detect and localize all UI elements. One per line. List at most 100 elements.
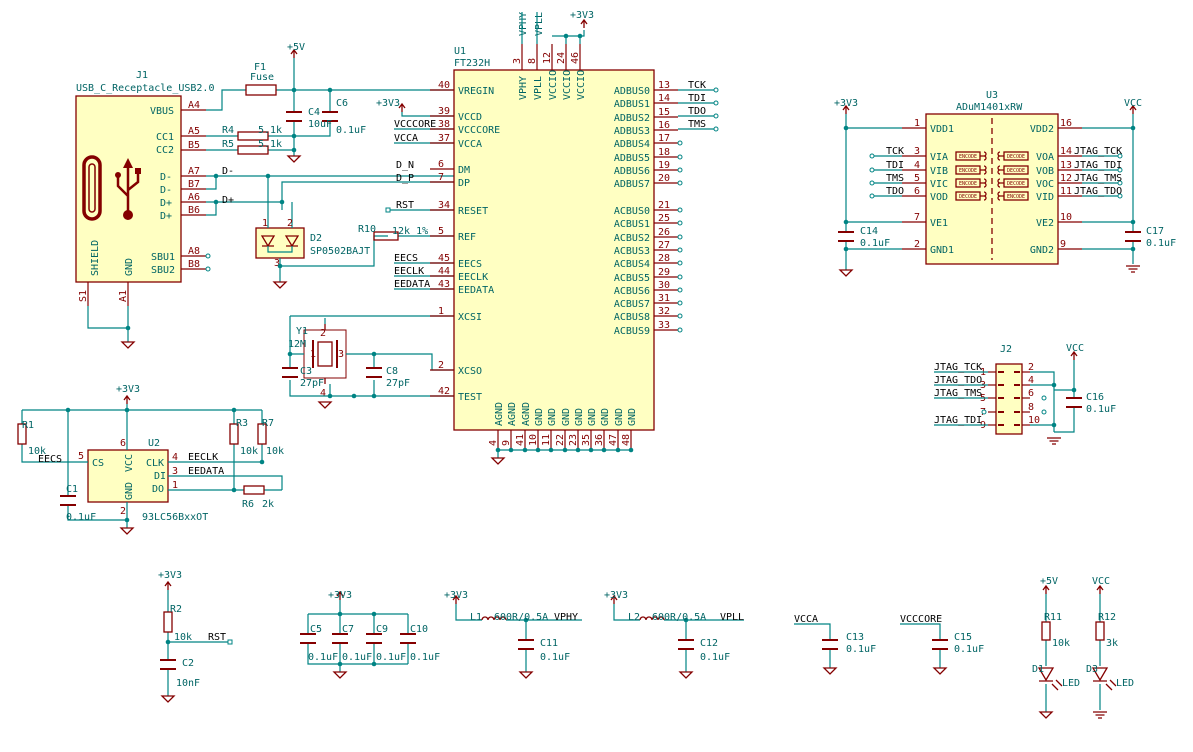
u3-channel-label-left: ENCODE <box>959 154 977 160</box>
u3-pin-3-name: VIA <box>930 152 948 163</box>
net-tck-label: TCK <box>688 80 706 91</box>
j1-pin-dp2: D+ <box>160 211 172 222</box>
u3-pin-2-number: 2 <box>914 239 920 250</box>
ground-symbol <box>933 667 947 675</box>
c13-net-vcca: VCCA <box>794 614 818 625</box>
u3-pin-7-name: VE1 <box>930 218 948 229</box>
y1-pin2: 2 <box>320 328 326 339</box>
u3-channel-label-right: ENCODE <box>1007 194 1025 200</box>
u3-pin-9-number: 9 <box>1060 239 1066 250</box>
u3-channel-label-right: DECODE <box>1007 181 1025 187</box>
u3-pin-1-number: 1 <box>914 118 920 129</box>
u1-pin-42-name: TEST <box>458 392 482 403</box>
d2-pin2: 2 <box>287 218 293 229</box>
power-3v3-symbol <box>123 395 131 405</box>
j2-net-jtag-tck: JTAG_TCK <box>934 362 982 373</box>
r1-value: 10k <box>28 446 46 457</box>
ground-symbol <box>1046 437 1062 445</box>
capacitor-c16 <box>1066 397 1082 408</box>
c4-value: 10uF <box>308 119 332 130</box>
c12-ref: C12 <box>700 638 718 649</box>
net-dm-label: D- <box>222 166 234 177</box>
power-vcc-symbol <box>1096 585 1104 595</box>
u3-value: ADuM1401xRW <box>956 102 1023 113</box>
u1-ref: U1 <box>454 46 466 57</box>
u3-net-jtag-tdi: JTAG_TDI <box>1074 160 1122 171</box>
u1-pin-6-name: DM <box>458 165 470 176</box>
j1-gnd-label: GND <box>124 258 135 276</box>
r3-ref: R3 <box>236 418 248 429</box>
d3-ref: D3 <box>1086 664 1098 675</box>
c17-ref: C17 <box>1146 226 1164 237</box>
u1-pin-34-name: RESET <box>458 206 488 217</box>
u1-pin-29-number: 29 <box>658 267 670 278</box>
u1-pin-28-name: ACBUS4 <box>614 259 650 270</box>
u1-pin-5-number: 5 <box>438 226 444 237</box>
j1-pin-cc1: CC1 <box>156 132 174 143</box>
c2-value: 10nF <box>176 678 200 689</box>
u3-pin-7-number: 7 <box>914 212 920 223</box>
u3-net-jtag-tms: JTAG_TMS <box>1074 173 1122 184</box>
u1-pin-26-noconnect <box>677 234 683 240</box>
u1-bottom-pins: AGND4AGND9AGND41GND10GND11GND22GND23GND3… <box>488 402 638 465</box>
u1-pin-46-number: 46 <box>570 52 581 64</box>
u1-pin-45-name: EECS <box>458 259 482 270</box>
j1-ref: J1 <box>136 70 148 81</box>
power-3v3-label: +3V3 <box>376 98 400 109</box>
u1-pin-10-number: 10 <box>528 434 539 446</box>
u1-gnd-bus <box>497 449 631 458</box>
l2-ref: L2 <box>628 612 640 623</box>
j2-pin-number-right: 4 <box>1028 375 1034 386</box>
net-tdi-label: TDI <box>688 93 706 104</box>
j2-ref: J2 <box>1000 344 1012 355</box>
j2-pin-number-right: 10 <box>1028 415 1040 426</box>
u2-ref: U2 <box>148 438 160 449</box>
resistor-r2 <box>163 611 173 633</box>
capacitor-c3 <box>282 367 298 378</box>
u3-channel-label-left: DECODE <box>959 194 977 200</box>
u1-pin-25-name: ACBUS1 <box>614 219 650 230</box>
d1-ref: D1 <box>1032 664 1044 675</box>
ground-symbol <box>287 155 301 163</box>
u1-pin-46-name: VCCIO <box>576 70 587 100</box>
u3-channel-label-right: DECODE <box>1007 154 1025 160</box>
u1-pin-26-number: 26 <box>658 227 670 238</box>
u3-pin-16-number: 16 <box>1060 118 1072 129</box>
y1-pin3: 3 <box>338 349 344 360</box>
u3-pin-6-number: 6 <box>914 186 920 197</box>
u3-pin-13-number: 13 <box>1060 160 1072 171</box>
u1-pin-25-number: 25 <box>658 213 670 224</box>
u3-pin-14-name: VOA <box>1036 152 1054 163</box>
u1-pin-38-number: 38 <box>438 119 450 130</box>
c16-value: 0.1uF <box>1086 404 1116 415</box>
d3-value: LED <box>1116 678 1134 689</box>
u1-pin-34-number: 34 <box>438 200 450 211</box>
c11-ref: C11 <box>540 638 558 649</box>
u2-pin-vcc: VCC <box>124 454 135 472</box>
u3-pin-4-number: 4 <box>914 160 920 171</box>
inductor-l2 <box>639 616 665 621</box>
j2-pin-pad-right <box>1014 371 1020 373</box>
u3-channel-label-left: ENCODE <box>959 181 977 187</box>
resistor-r4 <box>237 131 269 141</box>
u1-pin-37-number: 37 <box>438 133 450 144</box>
j2-pin-pad-left <box>998 371 1004 373</box>
capacitor-c17 <box>1125 231 1141 242</box>
u1-pin-40-number: 40 <box>438 80 450 91</box>
u1-pin-10-name: GND <box>534 408 545 426</box>
u1-pin-48-name: GND <box>627 408 638 426</box>
j2-pin-number-right: 2 <box>1028 362 1034 373</box>
c8-value: 27pF <box>386 378 410 389</box>
u1-pin-39-number: 39 <box>438 106 450 117</box>
u2-num-1: 1 <box>172 480 178 491</box>
u1-pin-15-name: ADBUS2 <box>614 113 650 124</box>
j2-net-jtag-tdi: JTAG_TDI <box>934 415 982 426</box>
net-vpll-label: VPLL <box>720 612 744 623</box>
u1-pin-20-noconnect <box>677 180 683 186</box>
u1-pin-16-number: 16 <box>658 120 670 131</box>
u3-ref: U3 <box>986 90 998 101</box>
c15-net-vcccore: VCCCORE <box>900 614 942 625</box>
